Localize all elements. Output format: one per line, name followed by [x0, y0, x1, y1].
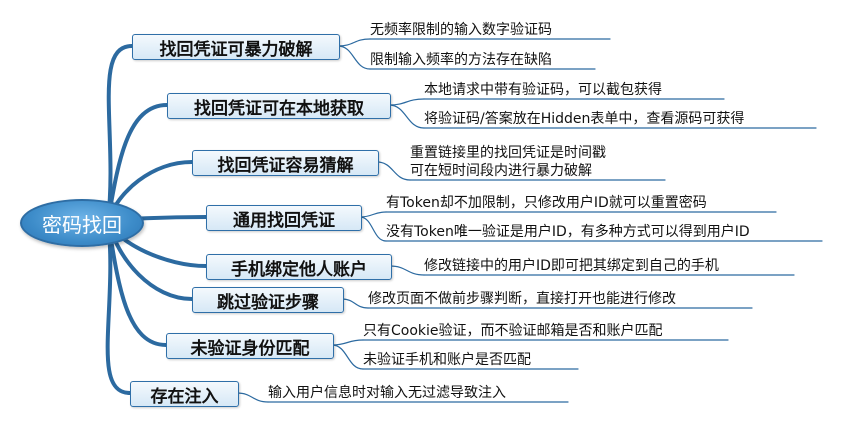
leaf-guess-2: 可在短时间段内进行暴力破解 [410, 163, 592, 179]
leaf-bind-1: 修改链接中的用户ID即可把其绑定到自己的手机 [424, 258, 719, 274]
leaf-connector-4-0 [389, 265, 425, 276]
leaf-bruteforce-2: 限制输入频率的方法存在缺陷 [370, 52, 552, 68]
topic-no-identity-match[interactable]: 未验证身份匹配 [166, 333, 334, 359]
topic-local-obtain[interactable]: 找回凭证可在本地获取 [167, 93, 391, 119]
branch-connector-7 [105, 219, 132, 395]
topic-skip-verification[interactable]: 跳过验证步骤 [192, 287, 344, 313]
leaf-connector-0-1 [337, 45, 371, 70]
leaf-generic-2: 没有Token唯一验证是用户ID，有多种方式可以得到用户ID [386, 224, 750, 240]
leaf-connector-7-0 [236, 392, 269, 403]
leaf-connector-6-0 [331, 339, 364, 346]
topic-bind-other-account[interactable]: 手机绑定他人账户 [206, 254, 392, 280]
leaf-bruteforce-1: 无频率限制的输入数字验证码 [370, 22, 552, 38]
leaf-connector-6-1 [331, 344, 364, 370]
topic-injection[interactable]: 存在注入 [130, 381, 239, 407]
leaf-connector-3-1 [359, 216, 387, 242]
leaf-generic-1: 有Token却不加限制，只修改用户ID就可以重置密码 [386, 195, 707, 211]
leaf-skip-1: 修改页面不做前步骤判断，直接打开也能进行修改 [368, 291, 676, 307]
leaf-connector-5-0 [341, 298, 369, 309]
leaf-local-2: 将验证码/答案放在Hidden表单中，查看源码可获得 [424, 111, 745, 127]
leaf-match-2: 未验证手机和账户是否匹配 [363, 352, 531, 368]
topic-bruteforce[interactable]: 找回凭证可暴力破解 [132, 34, 340, 60]
leaf-connector-2-0 [376, 161, 411, 181]
topic-generic-credential[interactable]: 通用找回凭证 [206, 205, 362, 231]
leaf-injection-1: 输入用户信息时对输入无过滤导致注入 [268, 385, 506, 401]
leaf-local-1: 本地请求中带有验证码，可以截包获得 [424, 82, 662, 98]
branch-connector-0 [106, 44, 134, 223]
leaf-connector-0-0 [337, 38, 371, 47]
leaf-connector-3-0 [359, 211, 387, 218]
root-node[interactable]: 密码找回 [20, 199, 144, 247]
topic-easy-guess[interactable]: 找回凭证容易猜解 [192, 150, 379, 176]
leaf-connector-1-1 [388, 104, 425, 129]
leaf-connector-1-0 [388, 98, 425, 106]
leaf-guess-1: 重置链接里的找回凭证是时间戳 [410, 145, 606, 161]
leaf-match-1: 只有Cookie验证，而不验证邮箱是否和账户匹配 [363, 323, 663, 339]
